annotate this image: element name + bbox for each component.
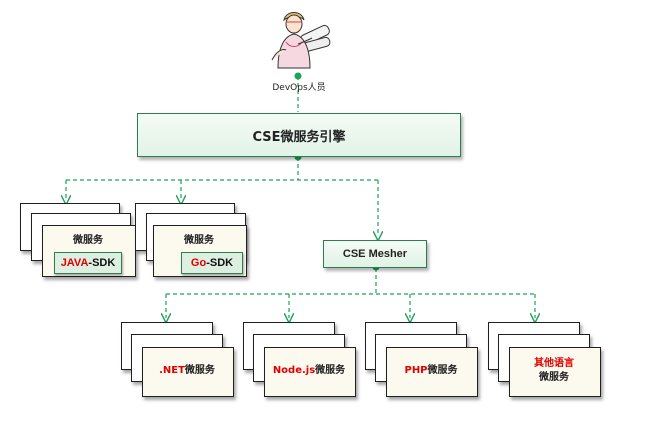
java-service-title: 微服务 — [73, 235, 103, 246]
nodejs-suffix: 微服务 — [315, 365, 346, 376]
service-card-front — [386, 347, 478, 397]
other-suffix: 微服务 — [539, 372, 569, 383]
service-card-front — [264, 347, 356, 397]
java-sdk-badge: JAVA-SDK — [54, 252, 122, 274]
go-sdk-suffix: -SDK — [206, 257, 234, 269]
service-card-front — [142, 347, 234, 397]
php-service-label: PHP微服务 — [386, 347, 476, 395]
java-sdk-lang: JAVA — [60, 257, 89, 269]
cse-mesher-node: CSE Mesher — [323, 240, 427, 268]
dotnet-service-label: .NET微服务 — [142, 347, 232, 395]
go-sdk-lang: Go — [190, 257, 207, 269]
dotnet-lang: .NET — [159, 365, 185, 376]
cse-engine-label: CSE微服务引擎 — [252, 129, 346, 145]
php-suffix: 微服务 — [427, 365, 458, 376]
java-sdk-suffix: -SDK — [88, 257, 116, 269]
dotnet-suffix: 微服务 — [184, 365, 215, 376]
cse-mesher-label: CSE Mesher — [342, 248, 408, 260]
other-service-label: 其他语言 微服务 — [509, 347, 599, 395]
devops-person-icon — [271, 12, 331, 69]
php-lang: PHP — [404, 365, 428, 376]
nodejs-service-label: Node.js微服务 — [264, 347, 354, 395]
cse-engine-node: CSE微服务引擎 — [137, 113, 461, 157]
other-lang: 其他语言 — [534, 358, 574, 369]
go-sdk-badge: Go-SDK — [181, 252, 243, 274]
devops-dot — [294, 72, 302, 80]
devops-label: DevOps人员 — [272, 83, 326, 93]
nodejs-lang: Node.js — [272, 365, 316, 376]
go-service-title: 微服务 — [184, 235, 214, 246]
service-card-front — [509, 347, 601, 397]
